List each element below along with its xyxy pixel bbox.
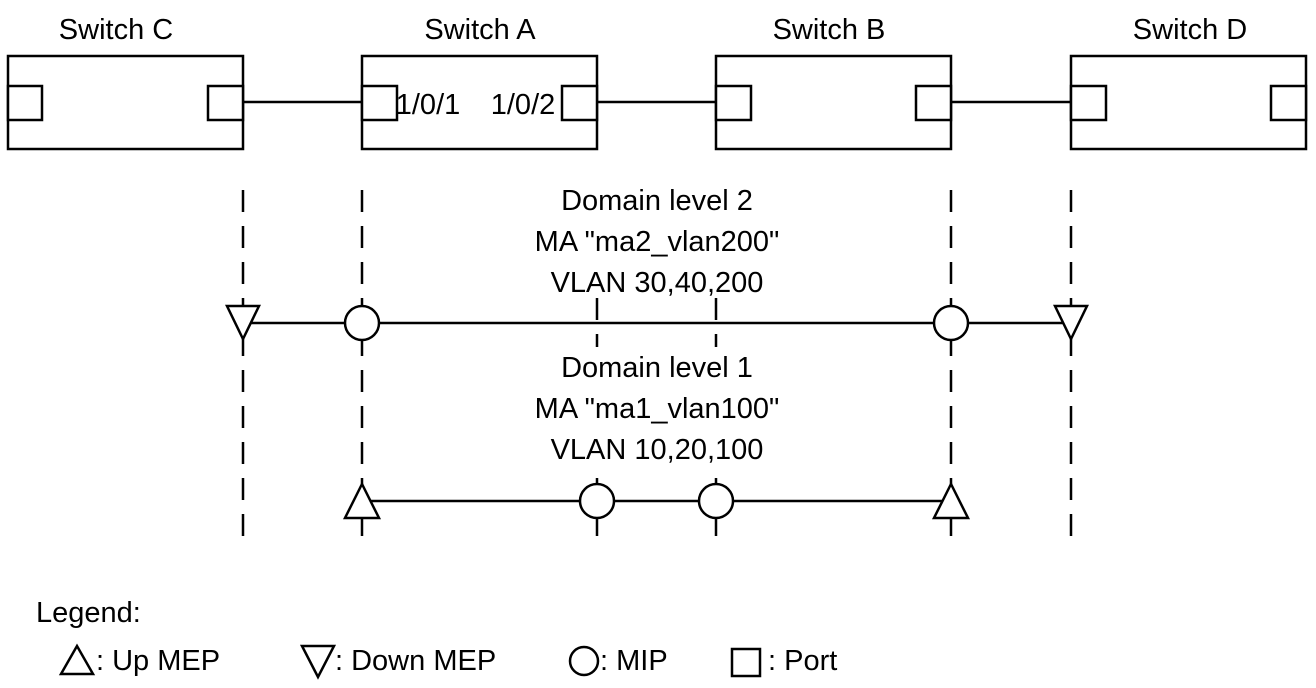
mip-icon — [932, 304, 970, 342]
domain2-line2: MA "ma2_vlan200" — [535, 226, 780, 258]
legend-up-mep: : Up MEP — [96, 645, 220, 677]
legend-title: Legend: — [36, 597, 141, 629]
domain1-text-bg — [500, 347, 820, 467]
down-mep-icon — [299, 644, 337, 680]
port-label-1-0-1: 1/0/1 — [396, 89, 461, 121]
up-mep-icon — [931, 481, 971, 520]
up-mep-icon — [342, 481, 382, 520]
mip-icon — [578, 482, 616, 520]
domain1-line2: MA "ma1_vlan100" — [535, 393, 780, 425]
port-a-2 — [560, 84, 599, 122]
domain2-line1: Domain level 2 — [561, 185, 753, 217]
down-mep-icon — [225, 304, 261, 342]
mip-icon — [697, 482, 735, 520]
port-label-1-0-2: 1/0/2 — [491, 89, 556, 121]
port-b-left — [714, 84, 753, 122]
port-d-left — [1069, 84, 1108, 122]
switch-c-box — [6, 54, 245, 151]
port-c-left — [6, 84, 44, 122]
switch-b-label: Switch B — [773, 14, 886, 46]
domain1-line3: VLAN 10,20,100 — [551, 434, 764, 466]
domain2-line3: VLAN 30,40,200 — [551, 267, 764, 299]
port-c-right — [206, 84, 245, 122]
mip-icon — [568, 645, 600, 677]
switch-a-label: Switch A — [424, 14, 536, 46]
switch-a-box — [360, 54, 599, 151]
port-a-1 — [360, 84, 399, 122]
switch-b-box — [714, 54, 953, 151]
switch-c-label: Switch C — [59, 14, 173, 46]
mip-icon — [343, 304, 381, 342]
domain1-line1: Domain level 1 — [561, 352, 753, 384]
up-mep-icon — [58, 643, 96, 676]
legend-mip: : MIP — [600, 645, 668, 677]
down-mep-icon — [1053, 304, 1089, 342]
switch-d-box — [1069, 54, 1308, 151]
port-b-right — [914, 84, 953, 122]
port-icon — [730, 647, 762, 678]
domain2-text-bg — [520, 185, 800, 297]
port-d-right — [1269, 84, 1308, 122]
switch-d-label: Switch D — [1133, 14, 1247, 46]
legend-down-mep: : Down MEP — [335, 645, 496, 677]
legend-port: : Port — [768, 645, 837, 677]
